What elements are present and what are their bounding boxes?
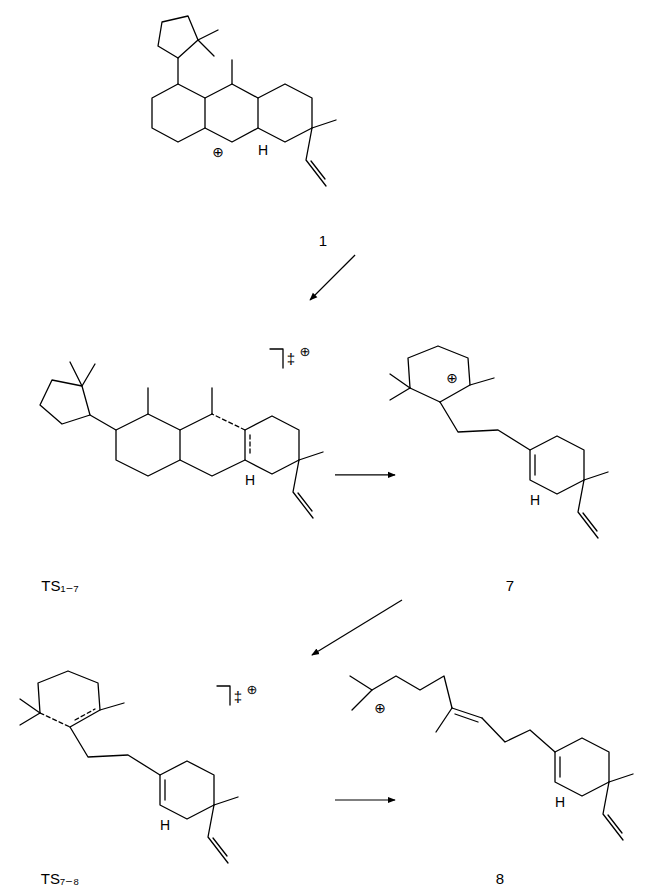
methyl-bond — [70, 362, 95, 386]
cyclohexane-ring — [245, 416, 323, 518]
ring-bond — [180, 414, 245, 476]
methyl-bond — [198, 30, 218, 56]
atom-label: ⊕ — [445, 371, 459, 385]
structure-node: 8 — [395, 655, 645, 887]
ring-bond — [410, 388, 440, 402]
atom-label: H — [554, 795, 566, 809]
structure-node: TS₁₋₇ — [15, 300, 335, 600]
ts-bracket — [217, 686, 230, 705]
chain-bond — [482, 718, 555, 752]
compound-label: 7 — [506, 578, 514, 593]
structure-node: 1 — [135, 5, 360, 255]
compound-label: TS₇₋₈ — [41, 871, 79, 886]
breaking-bond — [40, 713, 70, 727]
ring-bond — [116, 414, 180, 476]
methyl-bond — [147, 388, 148, 414]
structure-node: 7 — [395, 300, 645, 600]
structure-node: TS₇₋₈ — [10, 655, 335, 887]
methyl-bond — [436, 708, 452, 732]
cyclohexane-ring — [258, 84, 336, 186]
compound-label: TS₁₋₇ — [41, 578, 78, 593]
molecule-8 — [350, 676, 633, 840]
reaction-arrow — [335, 799, 395, 800]
ring-bond — [90, 415, 116, 430]
atom-label: ⊕ — [246, 683, 259, 696]
cyclohexene-ring — [555, 738, 633, 840]
molecule-7 — [390, 346, 608, 538]
molecule-1 — [152, 16, 336, 186]
partial-double-bond — [75, 709, 95, 720]
transition-state-7-8 — [20, 671, 238, 863]
double-bond — [559, 757, 560, 777]
ring-bond — [152, 84, 205, 142]
compound-label: 1 — [319, 233, 327, 248]
ts-bracket — [270, 349, 283, 368]
ring-bond — [40, 380, 90, 424]
reaction-arrow — [335, 474, 395, 475]
atom-label: H — [529, 493, 541, 507]
atom-label: ⊕ — [299, 345, 312, 358]
reaction-arrow — [310, 255, 355, 300]
atom-label: ⊕ — [373, 701, 387, 715]
ring-bond — [158, 16, 198, 58]
methyl-bond — [350, 676, 372, 710]
partial-double-bond — [249, 435, 250, 455]
reaction-arrow — [312, 600, 402, 655]
transition-state-1-7 — [40, 349, 323, 518]
double-bond — [452, 708, 482, 722]
atom-label: H — [159, 818, 171, 832]
compound-label: 8 — [496, 871, 504, 886]
atom-label: ‡ — [233, 689, 243, 704]
molecule-skeleton — [390, 346, 608, 538]
atom-label: H — [257, 143, 269, 157]
methyl-bond — [211, 388, 212, 414]
breaking-bond — [212, 414, 245, 430]
atom-label: ⊕ — [211, 145, 225, 159]
atom-label: ‡ — [286, 351, 296, 366]
atom-label: H — [244, 473, 256, 487]
ring-bond — [205, 84, 258, 142]
molecule-skeleton — [20, 671, 238, 863]
methyl-bond — [231, 60, 232, 84]
ring-bond — [177, 58, 178, 84]
